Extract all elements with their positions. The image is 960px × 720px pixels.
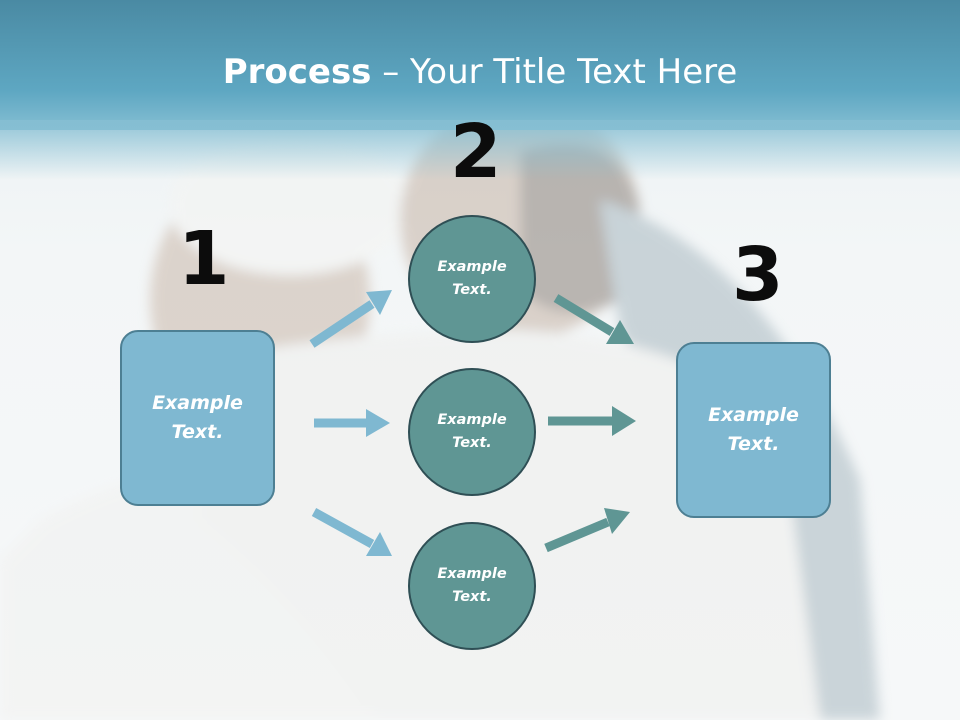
- circle-middle-text: Example Text.: [437, 412, 507, 451]
- arrow-bottom-to-right: [544, 508, 630, 553]
- step-number-1: 1: [178, 216, 230, 302]
- circle-top-text: Example Text.: [437, 259, 507, 298]
- arrow-left-to-middle: [314, 409, 390, 437]
- right-process-box[interactable]: Example Text.: [676, 342, 831, 518]
- arrow-top-to-right: [553, 294, 634, 344]
- slide-title-rest: – Your Title Text Here: [371, 52, 738, 92]
- slide-title: Process – Your Title Text Here: [0, 52, 960, 92]
- title-bar: [0, 0, 960, 130]
- circle-top[interactable]: Example Text.: [408, 215, 536, 343]
- title-bar-fade: [0, 120, 960, 180]
- circle-bottom[interactable]: Example Text.: [408, 522, 536, 650]
- right-process-box-text: Example Text.: [708, 404, 799, 455]
- circle-middle[interactable]: Example Text.: [408, 368, 536, 496]
- left-process-box-text: Example Text.: [152, 392, 243, 443]
- arrow-left-to-bottom: [311, 508, 392, 556]
- arrow-left-to-top: [309, 290, 392, 348]
- step-number-3: 3: [732, 232, 784, 318]
- left-process-box[interactable]: Example Text.: [120, 330, 275, 506]
- arrow-middle-to-right: [548, 406, 636, 436]
- slide-title-bold: Process: [222, 52, 372, 92]
- circle-bottom-text: Example Text.: [437, 566, 507, 605]
- step-number-2: 2: [450, 109, 502, 195]
